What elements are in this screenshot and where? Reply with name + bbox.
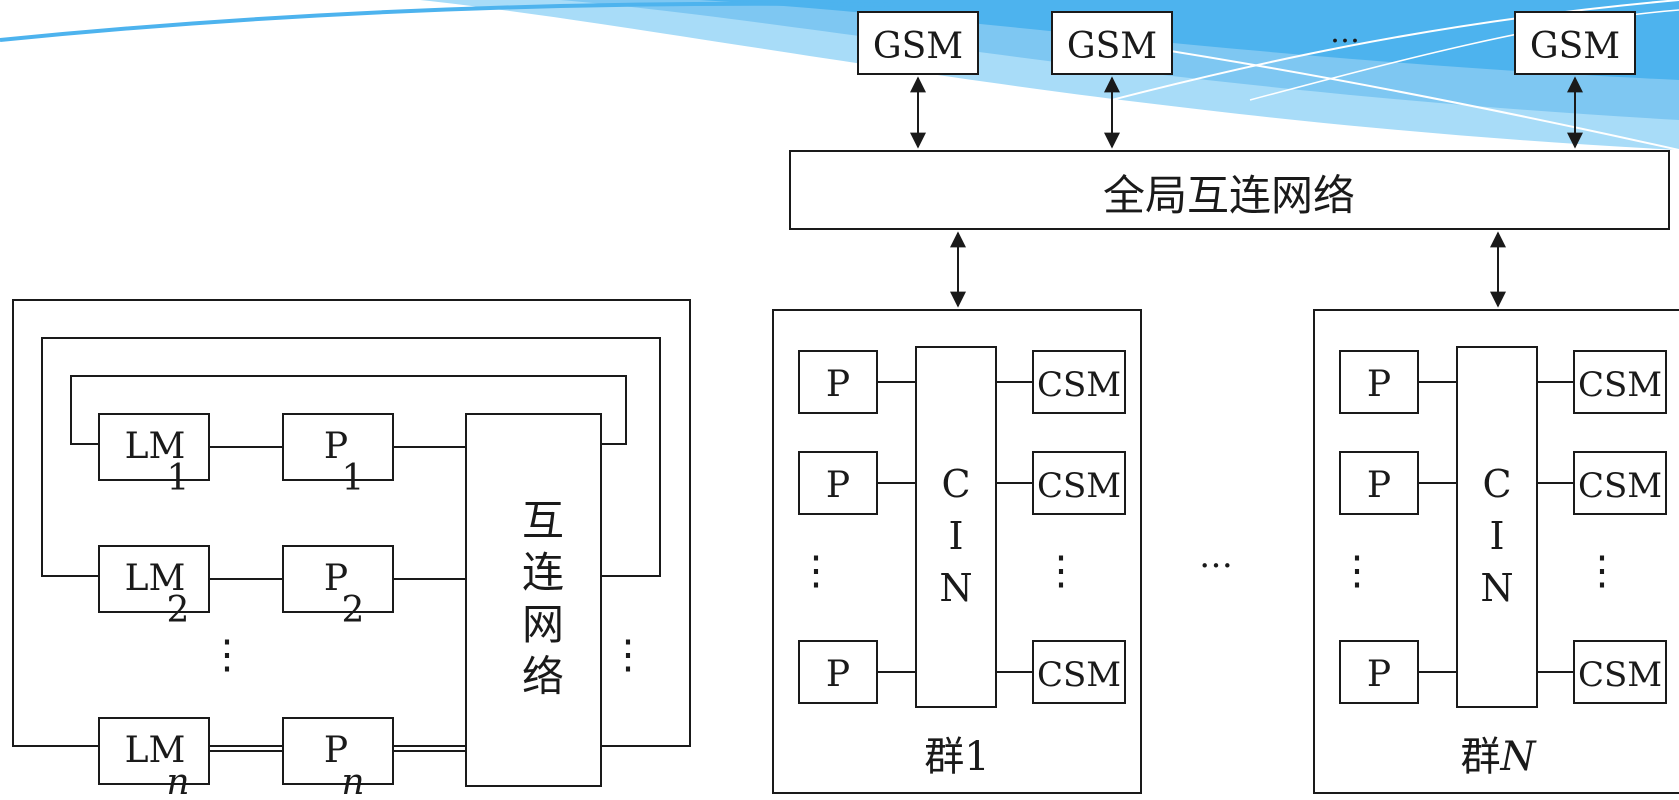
cluster-p-label: P xyxy=(826,364,850,405)
csm-label: CSM xyxy=(1037,466,1121,506)
cluster-p-box xyxy=(1339,640,1419,704)
lm-subscript: 2 xyxy=(167,590,190,631)
gsm-label: GSM xyxy=(1067,26,1157,67)
csm-label: CSM xyxy=(1578,365,1662,405)
cin-char: N xyxy=(1480,566,1513,610)
csm-label: CSM xyxy=(1037,655,1121,695)
global-network-label: 全局互连网络 xyxy=(1103,171,1355,220)
csm-box xyxy=(1573,350,1667,414)
cluster-p-ellipsis: ⋮ xyxy=(796,548,836,594)
interconnect-char: 互 xyxy=(522,496,564,545)
cluster-ellipsis: … xyxy=(1199,536,1233,576)
cluster-p-label: P xyxy=(826,654,850,695)
interconnect-char: 连 xyxy=(522,548,564,597)
global-network-box xyxy=(789,150,1670,230)
gsm-box xyxy=(1051,11,1173,75)
cin-box xyxy=(915,346,997,708)
cluster-p-label: P xyxy=(1367,364,1391,405)
p-label: P xyxy=(324,558,348,599)
csm-box xyxy=(1573,451,1667,515)
decorative-banner xyxy=(0,0,1679,151)
cluster: CIN P CSM P CSM P CSM ⋮ ⋮ 群1 xyxy=(772,309,1142,794)
cluster-csm-ellipsis: ⋮ xyxy=(1041,548,1081,594)
cluster-label: 群1 xyxy=(924,734,989,780)
loop-row2 xyxy=(41,337,661,577)
cluster-p-box xyxy=(798,451,878,515)
csm-label: CSM xyxy=(1578,466,1662,506)
lm-subscript: 1 xyxy=(167,458,190,499)
loop-row1 xyxy=(70,375,627,445)
p-subscript: 1 xyxy=(342,458,365,499)
cluster-p-box xyxy=(1339,451,1419,515)
cluster-label: 群N xyxy=(1461,734,1538,780)
cluster: CIN P CSM P CSM P CSM ⋮ ⋮ 群N xyxy=(1313,309,1679,794)
interconnect-box xyxy=(465,413,602,787)
gsm-label: GSM xyxy=(873,26,963,67)
cluster-p-box xyxy=(798,640,878,704)
csm-box xyxy=(1573,640,1667,704)
p-subscript: 2 xyxy=(342,590,365,631)
gsm-box xyxy=(1514,11,1636,75)
cin-char: C xyxy=(941,462,970,506)
interconnect-char: 网 xyxy=(522,600,564,649)
p-subscript: n xyxy=(341,762,364,800)
cluster-p-label: P xyxy=(826,465,850,506)
lm-label: LM xyxy=(125,426,186,467)
right-ellipsis: ⋮ xyxy=(608,632,648,678)
p-label: P xyxy=(324,730,348,771)
cin-box xyxy=(1456,346,1538,708)
p-label: P xyxy=(324,426,348,467)
interconnect-char: 络 xyxy=(522,652,564,701)
cluster-p-label: P xyxy=(1367,465,1391,506)
cin-char: I xyxy=(948,514,963,558)
lm-subscript: n xyxy=(166,762,189,800)
csm-label: CSM xyxy=(1037,365,1121,405)
cin-char: C xyxy=(1482,462,1511,506)
lm-label: LM xyxy=(125,730,186,771)
lm-box xyxy=(98,717,210,785)
gsm-label: GSM xyxy=(1530,26,1620,67)
cin-char: I xyxy=(1489,514,1504,558)
gsm-ellipsis: … xyxy=(1330,15,1360,50)
cluster-p-ellipsis: ⋮ xyxy=(1337,548,1377,594)
cluster-csm-ellipsis: ⋮ xyxy=(1582,548,1622,594)
lm-box xyxy=(98,413,210,481)
cluster-p-box xyxy=(798,350,878,414)
cin-char: N xyxy=(939,566,972,610)
lm-box xyxy=(98,545,210,613)
gsm-box xyxy=(857,11,979,75)
rows-ellipsis: ⋮ xyxy=(207,632,247,678)
p-box xyxy=(282,545,394,613)
lm-label: LM xyxy=(125,558,186,599)
csm-label: CSM xyxy=(1578,655,1662,695)
csm-box xyxy=(1032,350,1126,414)
cluster-p-label: P xyxy=(1367,654,1391,695)
